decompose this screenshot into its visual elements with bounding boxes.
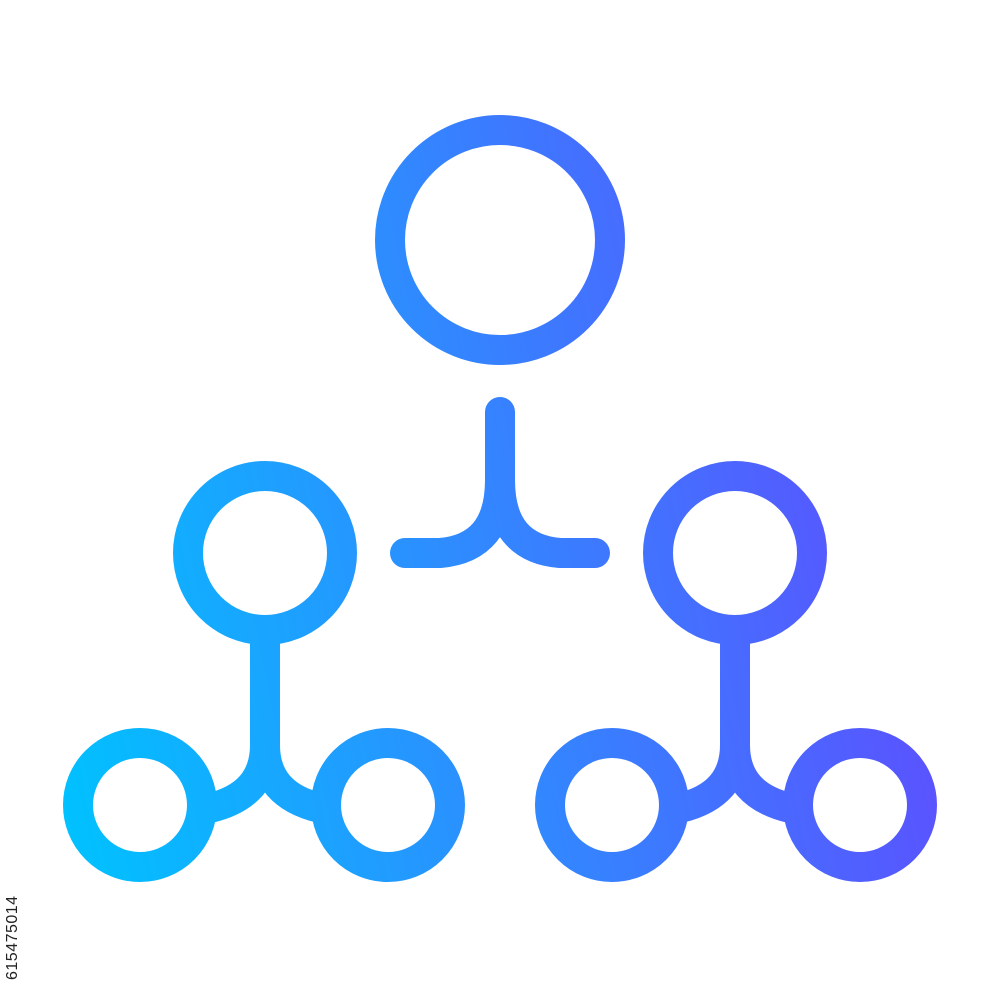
left-bottom-node-circle-2 [311, 728, 465, 882]
right-bottom-node-circle-2 [783, 728, 937, 882]
left-bottom-node-circle-1 [63, 728, 217, 882]
left-middle-node-circle [173, 461, 357, 645]
top-node-circle [375, 115, 625, 365]
left-connector-line [195, 615, 335, 823]
top-connector-line [390, 397, 610, 568]
right-middle-node-circle [643, 461, 827, 645]
stock-image-id: 615475014 [4, 895, 21, 980]
right-connector-line [665, 615, 805, 823]
right-bottom-node-circle-1 [535, 728, 689, 882]
